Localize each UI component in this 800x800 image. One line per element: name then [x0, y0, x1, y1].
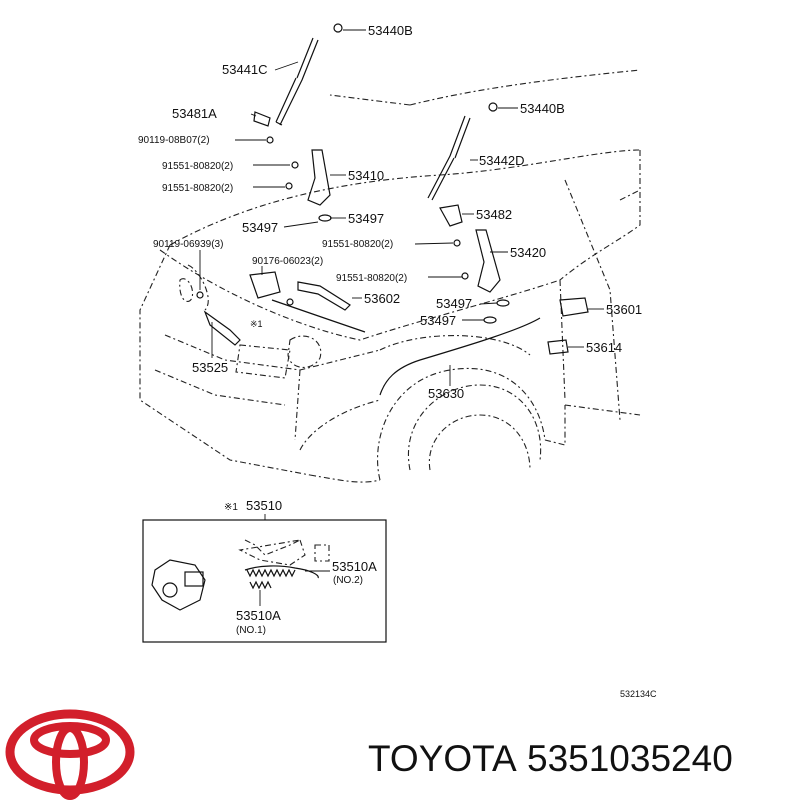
inset-spring-no1-code: 53510A [236, 608, 281, 623]
vehicle-outline [139, 69, 641, 483]
leader-lines [199, 29, 604, 386]
inset-spring-no2-code: 53510A [332, 559, 377, 574]
note-mark: ※1 [250, 319, 263, 329]
callout-53601: 53601 [606, 302, 642, 317]
figure-code: 532134C [620, 689, 657, 699]
callout-53497-a: 53497 [348, 211, 384, 226]
callout-91551-80820-b: 91551-80820(2) [162, 183, 233, 194]
callout-91551-80820-c: 91551-80820(2) [322, 239, 393, 250]
callout-90119-08b07: 90119-08B07(2) [138, 135, 210, 146]
callout-53481a: 53481A [172, 106, 217, 121]
callout-53482: 53482 [476, 207, 512, 222]
inset-title-mark: ※1 [224, 502, 238, 513]
inset-53510: ※1 53510 53510A (NO.2) 53510A (NO.1) [142, 498, 387, 643]
parts [196, 23, 589, 396]
callout-90176-06023: 90176-06023(2) [252, 256, 323, 267]
brand-name: TOYOTA [368, 738, 517, 779]
toyota-logo-icon [5, 709, 135, 800]
callout-53441c: 53441C [222, 62, 268, 77]
part-number: 5351035240 [527, 738, 733, 779]
inset-spring-no2-note: (NO.2) [333, 575, 363, 586]
inset-spring-no1-note: (NO.1) [236, 625, 266, 636]
callout-91551-80820-d: 91551-80820(2) [336, 273, 407, 284]
callout-90119-06939: 90119-06939(3) [153, 239, 223, 250]
callout-53440b-upper: 53440B [368, 23, 413, 38]
brand-part-number-line: TOYOTA 5351035240 [368, 738, 790, 780]
callout-labels: 53440B 53441C 53481A 90119-08B07(2) 5344… [138, 23, 642, 401]
inset-frame [142, 519, 387, 643]
callout-53497-c: 53497 [436, 296, 472, 311]
callout-53525: 53525 [192, 360, 228, 375]
callout-53497-b: 53497 [242, 220, 278, 235]
callout-53410: 53410 [348, 168, 384, 183]
callout-53442d: 53442D [479, 153, 525, 168]
callout-53630: 53630 [428, 386, 464, 401]
callout-53440b-lower: 53440B [520, 101, 565, 116]
inset-title-code: 53510 [246, 498, 282, 513]
callout-91551-80820-a: 91551-80820(2) [162, 161, 233, 172]
callout-53614: 53614 [586, 340, 622, 355]
callout-53497-d: 53497 [420, 313, 456, 328]
callout-53602: 53602 [364, 291, 400, 306]
callout-53420: 53420 [510, 245, 546, 260]
